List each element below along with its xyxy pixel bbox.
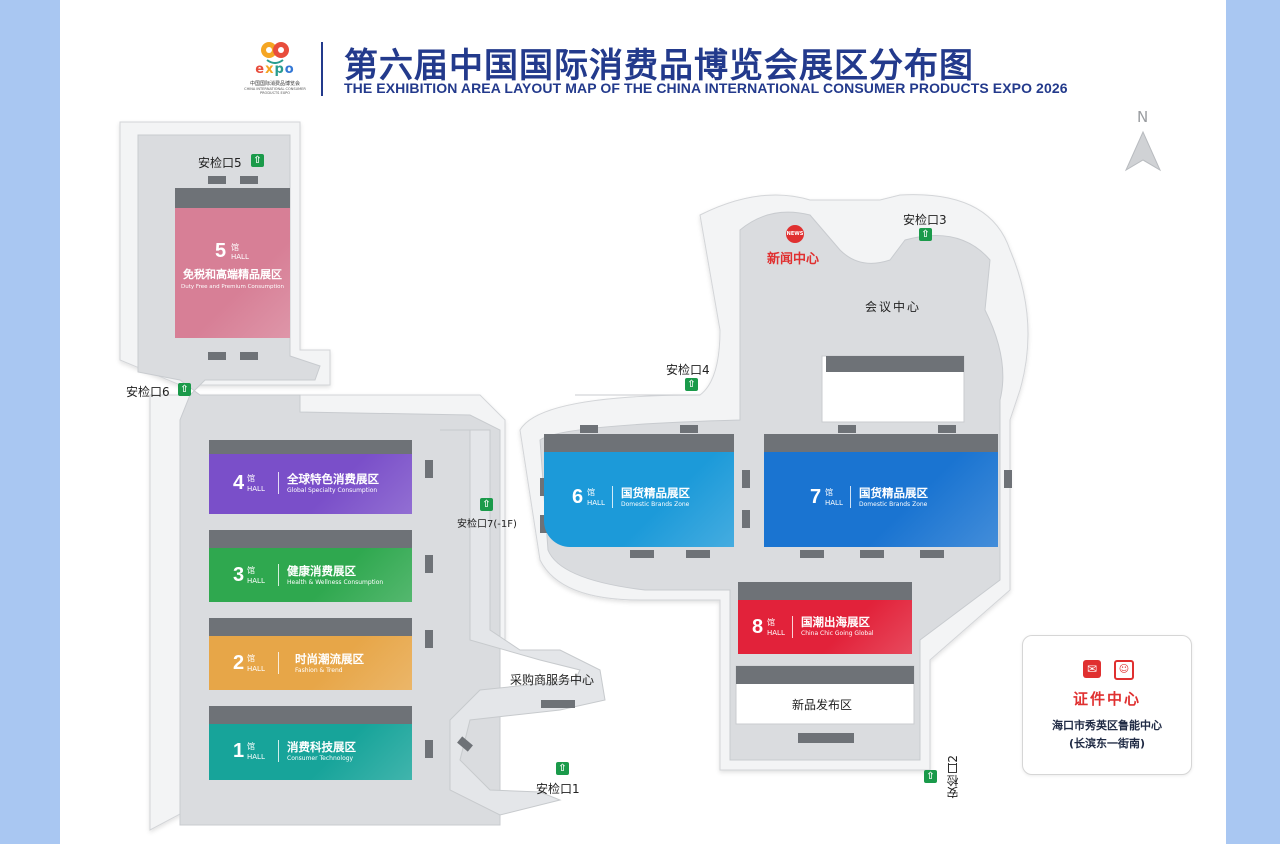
hall-number: 4: [233, 472, 245, 494]
hall-number: 1: [233, 740, 245, 762]
hall-number: 8: [752, 616, 764, 638]
new-product-launch-label[interactable]: 新品发布区: [792, 698, 853, 712]
hall-guan-label: 馆: [825, 488, 833, 497]
hall-hall-label: HALL: [247, 485, 265, 493]
door-markers: [208, 176, 1012, 758]
service-icon: ✉: [1083, 660, 1101, 678]
hall-name-en: Fashion & Trend: [295, 667, 343, 674]
accreditation-address-line1: 海口市秀英区鲁能中心: [1052, 719, 1162, 732]
hall-walls: [175, 188, 998, 724]
hall-separator: [278, 740, 279, 762]
exit-icon: ⇧: [480, 498, 493, 511]
hall-8[interactable]: 8 馆 HALL 国潮出海展区 China Chic Going Global: [738, 600, 912, 654]
exit-icon: ⇧: [178, 383, 191, 396]
exit-icon: ⇧: [924, 770, 937, 783]
conference-center-label[interactable]: 会议中心: [865, 300, 922, 314]
hall-7[interactable]: 7 馆 HALL 国货精品展区 Domestic Brands Zone: [764, 452, 998, 547]
accreditation-address-line2: (长滨东一街南): [1068, 737, 1146, 750]
hall-name-en: Global Specialty Consumption: [287, 487, 378, 494]
hall-guan-label: 馆: [767, 618, 775, 627]
hall-hall-label: HALL: [767, 629, 785, 637]
hall-6[interactable]: 6 馆 HALL 国货精品展区 Domestic Brands Zone: [544, 452, 734, 547]
hall-name-cn: 全球特色消费展区: [287, 472, 379, 486]
checkpoint-1-label: 安检口1: [536, 782, 580, 796]
hall-hall-label: HALL: [587, 499, 605, 507]
logo-en-text: CHINA INTERNATIONAL CONSUMER PRODUCTS EX…: [244, 87, 306, 95]
hall-separator: [792, 616, 793, 638]
exit-icon: ⇧: [251, 154, 264, 167]
hall-guan-label: 馆: [247, 566, 255, 575]
checkpoint-5-label: 安检口5: [198, 156, 242, 170]
checkpoint-7-label: 安检口7(-1F): [457, 519, 517, 530]
hall-name-cn: 国货精品展区: [621, 486, 690, 500]
hall-name-cn: 健康消费展区: [287, 564, 356, 578]
hall-5[interactable]: 5 馆 HALL 免税和高端精品展区 Duty Free and Premium…: [175, 208, 290, 338]
logo-wordmark: expo: [255, 62, 295, 77]
checkpoint-6-label: 安检口6: [126, 385, 170, 399]
hall-name-en: Consumer Technology: [287, 755, 354, 762]
hall-separator: [278, 564, 279, 586]
hall-name-cn: 消费科技展区: [287, 740, 356, 754]
exit-icon: ⇧: [919, 228, 932, 241]
hall-2[interactable]: 2 馆 HALL 时尚潮流展区 Fashion & Trend: [209, 636, 412, 690]
hall-name-en: China Chic Going Global: [801, 630, 874, 637]
hall-number: 7: [810, 486, 822, 508]
logo-cn-text: 中国国际消费品博览会: [249, 81, 300, 87]
accreditation-center-card[interactable]: ✉ ☺ 证件中心 海口市秀英区鲁能中心 (长滨东一街南): [1022, 635, 1192, 775]
hall-hall-label: HALL: [247, 577, 265, 585]
hall-hall-label: HALL: [231, 253, 249, 261]
compass-north-label: N: [1137, 108, 1149, 126]
page-title: 第六届中国国际消费品博览会展区分布图: [344, 46, 974, 86]
press-center-label[interactable]: 新闻中心: [767, 252, 820, 267]
hall-name-cn: 国潮出海展区: [801, 615, 870, 629]
hall-number: 5: [215, 240, 227, 262]
checkpoint-3-label: 安检口3: [903, 213, 947, 227]
accreditation-title: 证件中心: [1072, 690, 1141, 708]
hall-name-cn: 时尚潮流展区: [295, 652, 364, 666]
hall-number: 2: [233, 652, 245, 674]
hall-guan-label: 馆: [247, 474, 255, 483]
hall-4[interactable]: 4 馆 HALL 全球特色消费展区 Global Specialty Consu…: [209, 454, 412, 514]
hall-separator: [278, 652, 279, 674]
hall-name-en: Domestic Brands Zone: [859, 501, 928, 508]
expo-logo: expo 中国国际消费品博览会 CHINA INTERNATIONAL CONS…: [243, 40, 307, 102]
hall-separator: [612, 486, 613, 508]
hall-hall-label: HALL: [247, 753, 265, 761]
hall-name-en: Health & Wellness Consumption: [287, 579, 384, 586]
page-subtitle: THE EXHIBITION AREA LAYOUT MAP OF THE CH…: [344, 80, 1068, 96]
press-center-icon: NEWS: [786, 225, 804, 243]
hall-name-cn: 国货精品展区: [859, 486, 928, 500]
hall-guan-label: 馆: [247, 654, 255, 663]
hall-1[interactable]: 1 馆 HALL 消费科技展区 Consumer Technology: [209, 724, 412, 780]
checkpoint-2-label: 安检口2: [946, 755, 960, 799]
hall-name-cn: 免税和高端精品展区: [183, 268, 282, 281]
expo-mascot-icon: [261, 42, 289, 64]
hall-number: 6: [572, 486, 584, 508]
hall-guan-label: 馆: [587, 488, 595, 497]
exit-icon: ⇧: [556, 762, 569, 775]
hall-separator: [850, 486, 851, 508]
hall-name-en: Duty Free and Premium Consumption: [180, 284, 285, 290]
exit-icon: ⇧: [685, 378, 698, 391]
id-card-icon: ☺: [1114, 660, 1134, 680]
hall-hall-label: HALL: [825, 499, 843, 507]
header-divider: [321, 42, 323, 96]
compass-icon: [1124, 130, 1162, 172]
hall-hall-label: HALL: [247, 665, 265, 673]
hall-3[interactable]: 3 馆 HALL 健康消费展区 Health & Wellness Consum…: [209, 548, 412, 602]
hall-number: 3: [233, 564, 245, 586]
hall-guan-label: 馆: [231, 243, 239, 252]
buyer-service-center-label[interactable]: 采购商服务中心: [510, 673, 595, 687]
hall-name-en: Domestic Brands Zone: [621, 501, 690, 508]
hall-guan-label: 馆: [247, 742, 255, 751]
hall-separator: [278, 472, 279, 494]
checkpoint-4-label: 安检口4: [666, 363, 710, 377]
